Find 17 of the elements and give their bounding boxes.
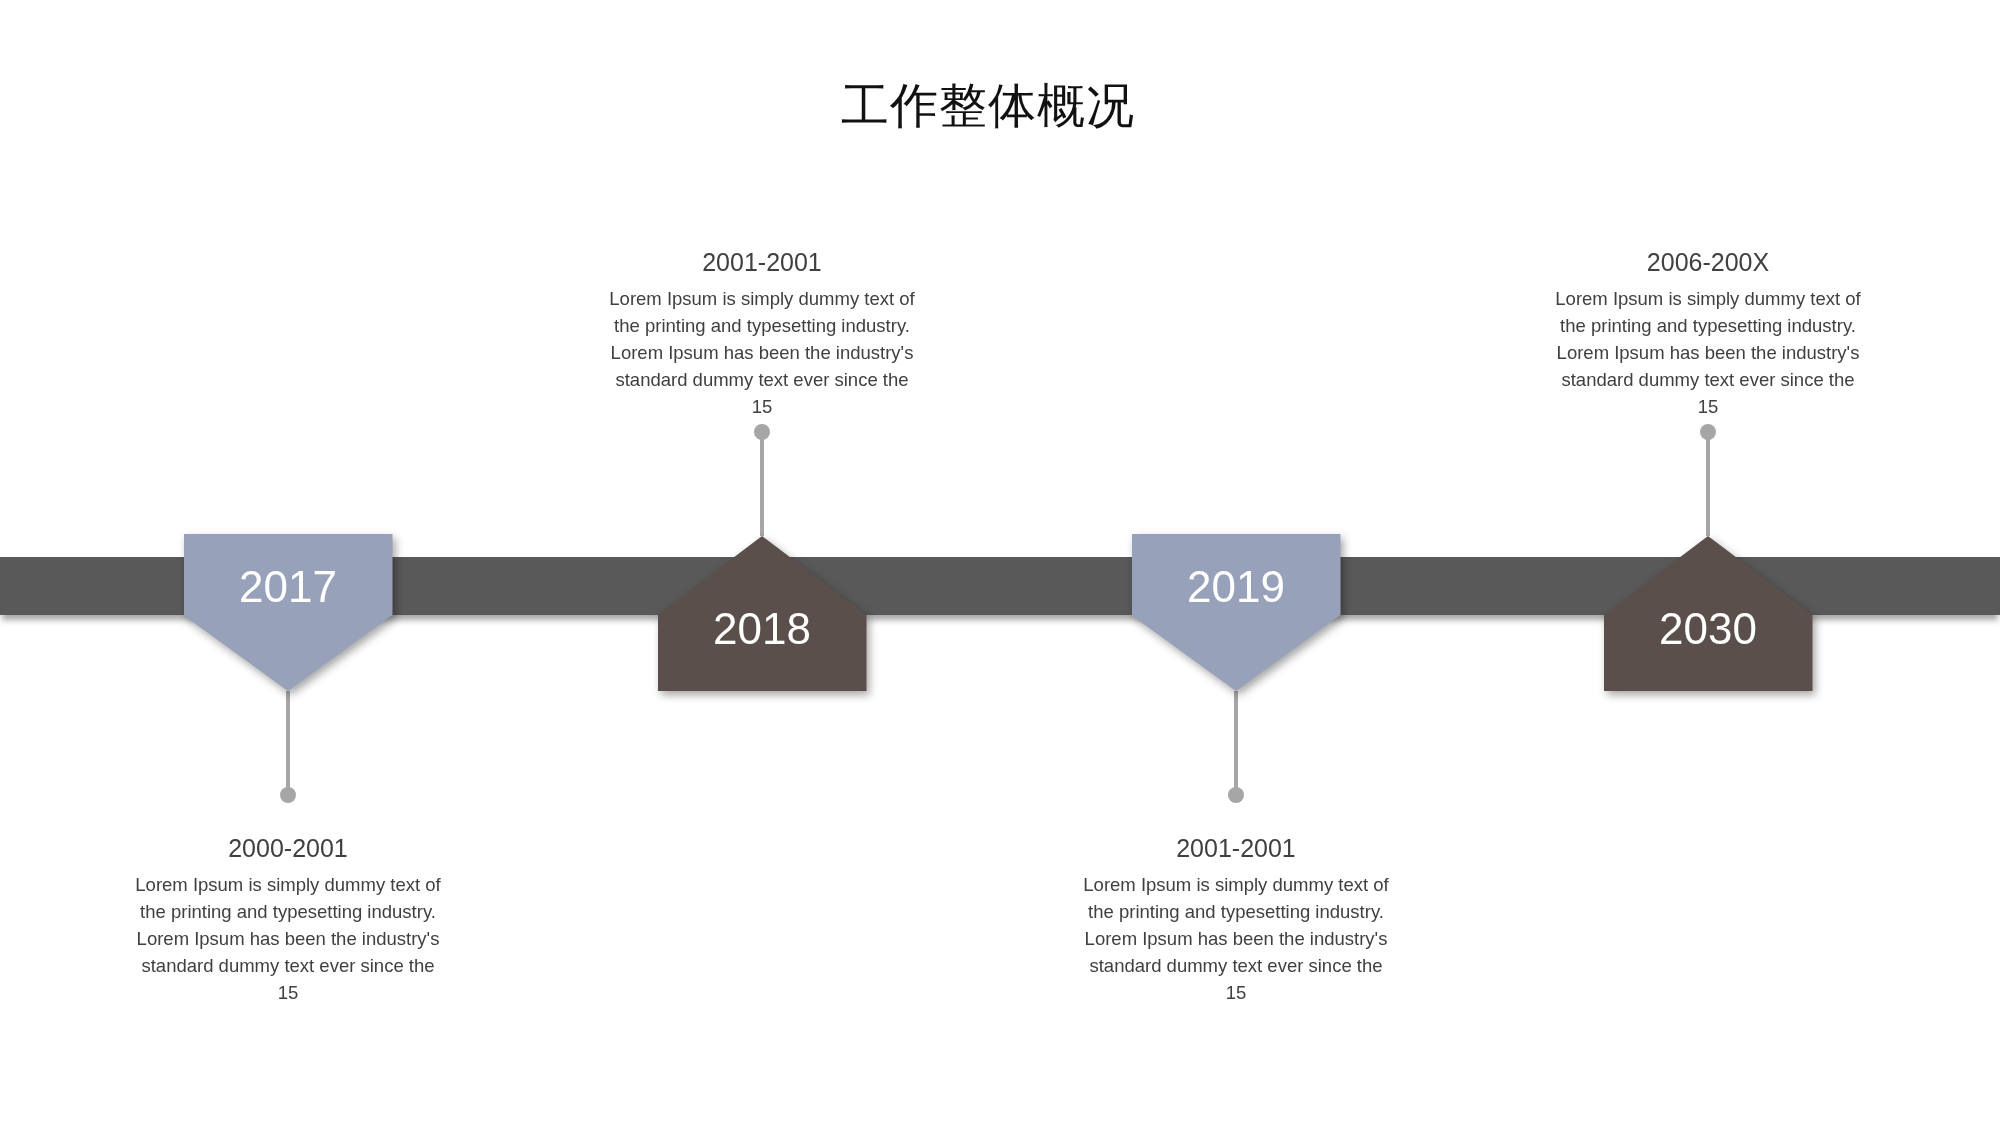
period-heading: 2006-200X [1646,247,1770,278]
year-label: 2019 [1187,562,1285,612]
description-text: Lorem Ipsum is simply dummy text of the printing and typesetting industry. Lorem Ipsum has been the industry's standard dummy text ever since the 15 [134,873,442,1005]
leader-line [754,424,770,536]
title: 工作整体概况 [841,78,1135,134]
description-text: Lorem Ipsum is simply dummy text of the printing and typesetting industry. Lorem Ipsum has been the industry's standard dummy text ever since the 15 [1082,873,1390,1005]
description-text: Lorem Ipsum is simply dummy text of the printing and typesetting industry. Lorem Ipsum has been the industry's standard dummy text ever since the 15 [1554,287,1862,419]
year-label: 2030 [1659,604,1757,654]
leader-line [280,691,296,803]
leader-line [1700,424,1716,536]
period-heading: 2001-2001 [1176,833,1296,864]
year-label: 2018 [713,604,811,654]
year-label: 2017 [239,562,337,612]
description-text: Lorem Ipsum is simply dummy text of the printing and typesetting industry. Lorem Ipsum has been the industry's standard dummy text ever since the 15 [608,287,916,419]
period-heading: 2001-2001 [702,247,822,278]
leader-line [1228,691,1244,803]
period-heading: 2000-2001 [228,833,348,864]
